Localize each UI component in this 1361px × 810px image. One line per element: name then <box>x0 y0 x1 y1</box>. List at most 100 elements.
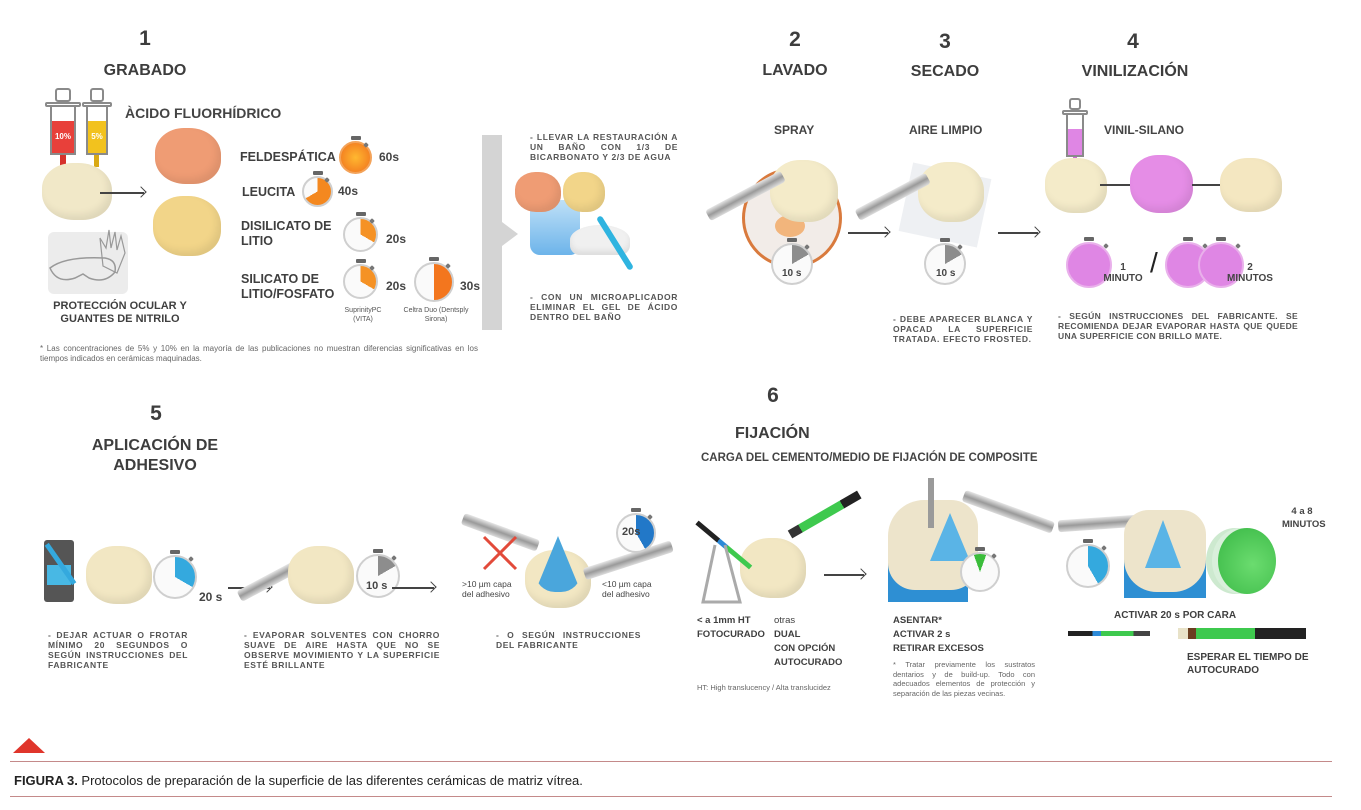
activate-label: ACTIVAR 20 s POR CARA <box>1114 610 1237 621</box>
tooth-icon <box>918 162 984 222</box>
step2-timer: 10 s <box>782 268 802 279</box>
step3-note: - DEBE APARECER BLANCA Y OPACAD LA SUPER… <box>893 314 1033 344</box>
arrow-icon <box>1100 184 1142 186</box>
autocure-time: 4 a 8 MINUTOS <box>1282 506 1326 530</box>
arrow-icon <box>824 574 864 576</box>
tooth-icon <box>740 538 806 598</box>
dual-cure-syringe-icon <box>787 490 862 539</box>
step4-number: 4 <box>1127 30 1139 53</box>
figure-caption: FIGURA 3. Protocolos de preparación de l… <box>14 773 583 788</box>
step3-method: AIRE LIMPIO <box>909 123 983 137</box>
ceramic-name: FELDESPÁTICA <box>240 150 336 164</box>
arrow-icon <box>100 192 144 194</box>
timer-30s-icon <box>414 257 454 302</box>
ceramic-time: 20s <box>386 232 407 246</box>
syringe-5-label: 5% <box>91 132 103 141</box>
wait-label: ESPERAR EL TIEMPO DE AUTOCURADO <box>1187 652 1309 676</box>
ceramic-name: SILICATO DE LITIO/FOSFATO <box>241 272 335 301</box>
step5-note-a: - DEJAR ACTUAR O FROTAR MÍNIMO 20 SEGUND… <box>48 630 188 670</box>
thick-layer-label: >10 µm capa del adhesivo <box>462 579 512 599</box>
step6-subtitle: CARGA DEL CEMENTO/MEDIO DE FIJACIÓN DE C… <box>701 452 1038 464</box>
step1-number: 1 <box>139 27 151 50</box>
step3-title: SECADO <box>910 63 980 80</box>
light-cone-icon <box>930 513 970 561</box>
instrument-icon <box>928 478 934 528</box>
separator: / <box>1150 247 1158 278</box>
autocure-timers-icon <box>1218 528 1276 594</box>
timer-40s-icon <box>302 171 333 207</box>
caption-text: Protocolos de preparación de la superfic… <box>77 773 583 788</box>
ht-note: HT: High translucency / Alta translucide… <box>697 683 831 692</box>
seat-steps: ASENTAR* ACTIVAR 2 s RETIRAR EXCESOS <box>893 615 984 654</box>
step5-timer-a: 20 s <box>199 590 223 604</box>
timer-20s-icon <box>343 212 378 252</box>
tooth-orange-icon <box>515 172 561 212</box>
step4-note: - SEGÚN INSTRUCCIONES DEL FABRICANTE. SE… <box>1058 311 1298 341</box>
timer-10s-icon <box>771 238 813 285</box>
tooth-icon <box>288 546 354 604</box>
ceramic-time: 30s <box>460 279 481 293</box>
applicator-note: - CON UN MICROAPLICADOR ELIMINAR EL GEL … <box>530 292 678 322</box>
dual-cure-syringe-icon <box>1178 628 1306 639</box>
step5-number: 5 <box>150 402 162 425</box>
timer-2s-icon <box>960 547 1000 592</box>
ceramic-name: LEUCITA <box>242 185 296 199</box>
ceramic-name: DISILICATO DE LITIO <box>241 219 332 248</box>
step5-timer-c: 20s <box>622 526 641 538</box>
ceramic-time: 20s <box>386 279 407 293</box>
ceramic-time: 60s <box>379 150 400 164</box>
bath-note: - LLEVAR LA RESTAURACIÓN A UN BAÑO CON 1… <box>530 132 678 162</box>
caption-label: FIGURA 3. <box>14 773 78 788</box>
step6-title: FIJACIÓN <box>735 425 810 442</box>
syringe-10-icon: 10% <box>45 88 81 203</box>
seat-note: * Tratar previamente los sustratos denta… <box>893 660 1035 698</box>
tooth-icon <box>1220 158 1282 212</box>
step2-title: LAVADO <box>762 62 828 79</box>
timer-20s-icon <box>343 259 378 299</box>
step1-title: GRABADO <box>103 62 187 79</box>
dual-cure-label: otras DUAL CON OPCIÓN AUTOCURADO <box>774 615 843 668</box>
timer-20s-icon <box>1066 539 1110 588</box>
thin-layer-label: <10 µm capa del adhesivo <box>602 579 652 599</box>
timer-1min-icon <box>1066 237 1112 288</box>
arrow-icon <box>1192 184 1232 186</box>
tooth-icon <box>770 160 838 222</box>
bracket-divider <box>482 135 502 330</box>
step1-footnote: * Las concentraciones de 5% y 10% en la … <box>40 344 478 363</box>
caption-triangle-icon <box>13 738 45 753</box>
step4-title: VINILIZACIÓN <box>1081 63 1189 80</box>
timer-10s-icon <box>356 549 400 598</box>
tooth-icon <box>86 546 152 604</box>
syringe-5-icon: 5% <box>82 88 112 203</box>
timer-20s-icon <box>153 550 197 599</box>
cross-icon <box>482 535 518 571</box>
step3-timer: 10 s <box>936 268 956 279</box>
step4-timer1: 1 MINUTO <box>1103 262 1143 284</box>
light-cure-label: < a 1mm HT FOTOCURADO <box>697 615 765 640</box>
step6-number: 6 <box>767 384 779 407</box>
protection-label: PROTECCIÓN OCULAR Y GUANTES DE NITRILO <box>53 300 187 325</box>
step5-timer-b: 10 s <box>366 580 388 592</box>
silanized-tooth-icon <box>1130 155 1193 213</box>
step5-note-c: - O SEGÚN INSTRUCCIONES DEL FABRICANTE <box>496 630 641 650</box>
brand-label: Celtra Duo (Dentsply Sirona) <box>403 307 469 323</box>
timer-10s-icon <box>924 238 966 285</box>
step4-agent: VINIL-SILANO <box>1104 123 1184 137</box>
timer-20s-icon <box>616 508 656 553</box>
step4-timer2: 2 MINUTOS <box>1227 262 1273 284</box>
arrow-icon <box>848 232 888 234</box>
ceramic-time: 40s <box>338 184 359 198</box>
tooth-icon <box>1045 158 1107 213</box>
step5-note-b: - EVAPORAR SOLVENTES CON CHORRO SUAVE DE… <box>244 630 440 670</box>
brand-label: SuprinityPC (VITA) <box>344 307 382 323</box>
acid-label: ÀCIDO FLUORHÍDRICO <box>125 105 282 121</box>
caption-divider-bottom <box>10 796 1332 797</box>
timer-2min-icon <box>1198 237 1244 288</box>
step3-number: 3 <box>939 30 951 53</box>
step2-method: SPRAY <box>774 123 815 137</box>
goggles-gloves-icon <box>49 229 126 281</box>
arrow-icon <box>392 587 434 589</box>
etched-tooth-orange-icon <box>155 128 221 184</box>
cement-syringe-icon <box>1068 631 1150 636</box>
syringe-10-label: 10% <box>54 132 71 141</box>
